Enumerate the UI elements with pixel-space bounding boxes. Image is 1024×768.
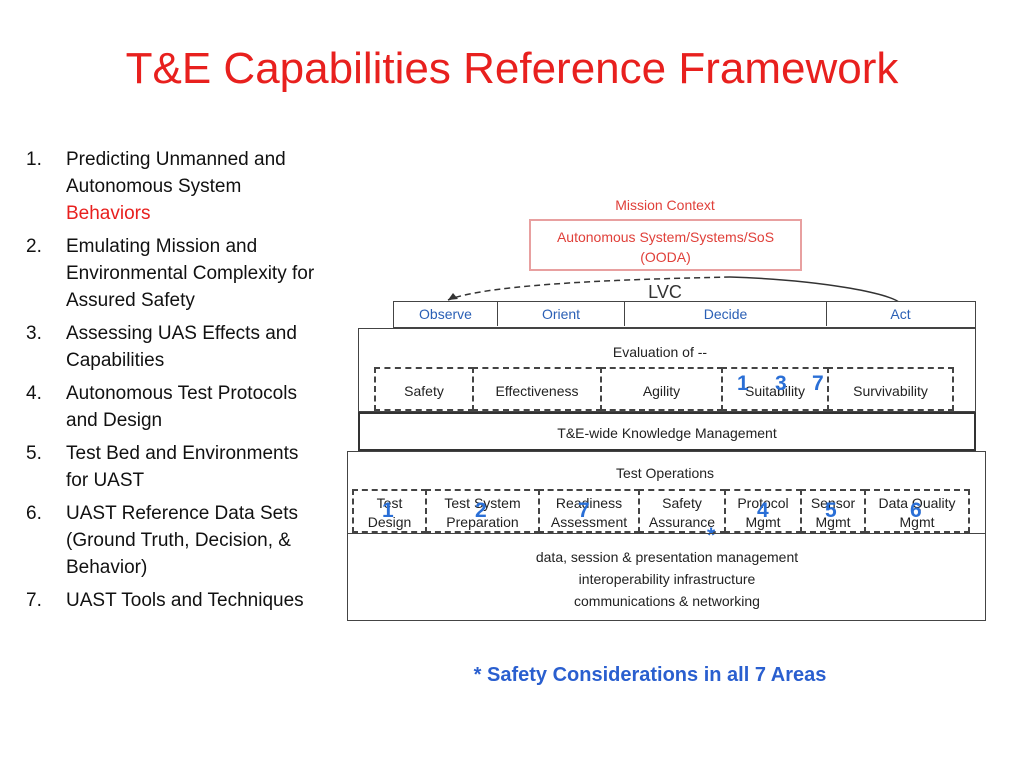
marker-2: 2	[475, 499, 487, 522]
marker-1: 1	[382, 499, 394, 522]
marker-6: 6	[910, 499, 922, 522]
evaluation-box	[358, 328, 976, 412]
capability-list: 1.Predicting Unmanned and Autonomous Sys…	[26, 146, 316, 620]
safety-footnote: * Safety Considerations in all 7 Areas	[473, 664, 827, 686]
test-operations-box	[347, 451, 986, 621]
ooda-observe: Observe	[394, 302, 498, 326]
mission-box-line1: Autonomous System/Systems/SoS	[556, 229, 775, 245]
marker-1: 1	[737, 372, 749, 395]
ooda-row: Observe Orient Decide Act	[393, 301, 976, 328]
eval-safety: Safety	[374, 367, 474, 411]
list-item: 4.Autonomous Test Protocols and Design	[26, 383, 297, 431]
list-item: 6.UAST Reference Data Sets (Ground Truth…	[26, 503, 298, 578]
marker-7: 7	[578, 499, 590, 522]
marker-5: 5	[825, 499, 837, 522]
eval-survivability: Survivability	[827, 367, 954, 411]
ooda-act: Act	[890, 306, 911, 322]
lvc-arrow	[447, 276, 901, 304]
test-operations-title: Test Operations	[615, 465, 715, 481]
ooda-decide: Decide	[625, 302, 827, 326]
infra-line: data, session & presentation management	[535, 549, 799, 565]
marker-7: 7	[812, 372, 824, 395]
knowledge-management-bar: T&E-wide Knowledge Management	[358, 412, 976, 451]
safety-star-marker: *	[707, 524, 716, 547]
ooda-orient: Orient	[498, 302, 625, 326]
lvc-label: LVC	[648, 282, 682, 302]
list-item: 3.Assessing UAS Effects and Capabilities	[26, 323, 297, 371]
marker-3: 3	[775, 372, 787, 395]
eval-agility: Agility	[600, 367, 723, 411]
marker-4: 4	[757, 499, 769, 522]
infra-line: interoperability infrastructure	[578, 571, 756, 587]
infrastructure-layer	[347, 533, 986, 621]
list-item: 2.Emulating Mission and Environmental Co…	[26, 236, 315, 311]
infra-line: communications & networking	[574, 593, 760, 609]
mission-context-label: Mission Context	[615, 197, 715, 213]
page-title: T&E Capabilities Reference Framework	[125, 44, 899, 93]
list-item: 7.UAST Tools and Techniques	[26, 590, 304, 611]
eval-effectiveness: Effectiveness	[472, 367, 602, 411]
evaluation-title: Evaluation of --	[612, 344, 708, 360]
mission-box: Autonomous System/Systems/SoS (OODA)	[529, 219, 802, 271]
list-item: 5.Test Bed and Environments for UAST	[26, 443, 299, 491]
list-item: 1.Predicting Unmanned and Autonomous Sys…	[26, 149, 286, 224]
mission-box-line2: (OODA)	[640, 249, 691, 265]
